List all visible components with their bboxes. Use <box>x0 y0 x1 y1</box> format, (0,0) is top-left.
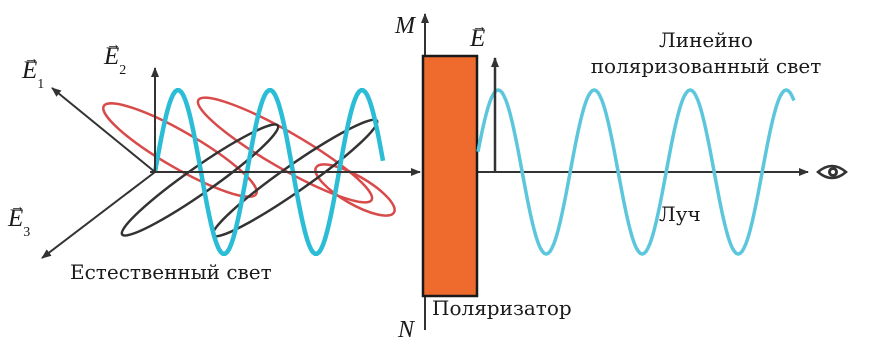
polarizer-plate <box>421 54 479 298</box>
e-label: →E <box>470 19 487 52</box>
linear-polarized-line1: Линейно <box>659 28 753 52</box>
linear-polarized-title: Линейно поляризованный свет <box>556 30 856 76</box>
polarized-light-wave <box>476 88 796 256</box>
oscillation-ellipse <box>120 123 280 237</box>
natural-light-wave <box>152 87 386 257</box>
e3-arrow <box>41 171 156 259</box>
oscillation-ellipse <box>314 163 396 217</box>
e1-arrow <box>51 87 156 173</box>
linear-polarized-line2: поляризованный свет <box>590 54 822 78</box>
natural-light-label: Естественный свет <box>70 260 272 284</box>
beam-label: Луч <box>659 202 701 226</box>
n-label: N <box>398 317 415 343</box>
eye-icon <box>816 164 848 180</box>
e3-label: →E3 <box>8 199 31 240</box>
m-label: M <box>395 13 415 39</box>
e2-label: →E2 <box>104 37 127 78</box>
oscillation-ellipse <box>102 102 258 198</box>
e1-label: →E1 <box>22 51 45 92</box>
oscillation-ellipse <box>196 96 374 204</box>
polarizer-label: Поляризатор <box>432 296 572 320</box>
